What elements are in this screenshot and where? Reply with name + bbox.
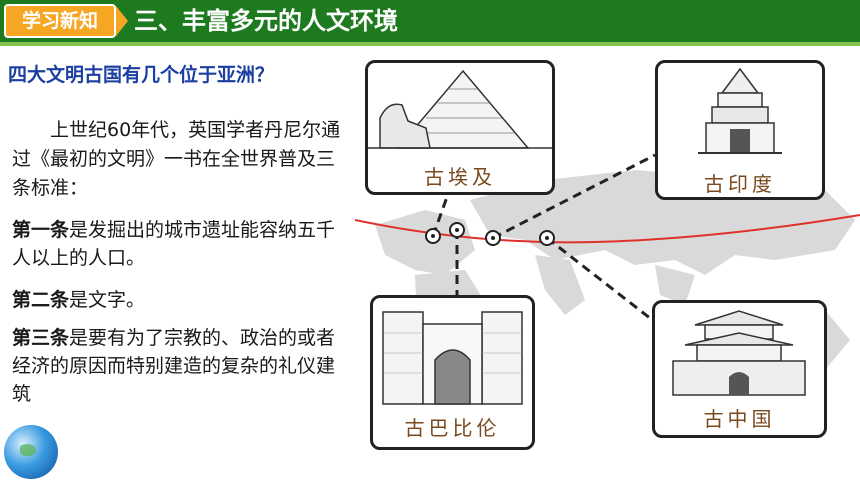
pyramid-sphinx-icon [368,69,552,149]
card-india-label: 古印度 [704,172,776,196]
criterion-3: 第三条是要有为了宗教的、政治的或者经济的原因而特别建造的复杂的礼仪建筑 [12,324,342,408]
intro-text: 上世纪60年代，英国学者丹尼尔通过《最初的文明》一书在全世界普及三条标准： [12,119,341,199]
world-map: 古埃及 古印度 古巴比伦 [354,60,860,480]
card-babylon: 古巴比伦 [370,295,535,450]
header: 学习新知 三、丰富多元的人文环境 [0,0,860,46]
criterion-1: 第一条是发掘出的城市遗址能容纳五千人以上的人口。 [12,216,342,272]
page-title: 三、丰富多元的人文环境 [134,7,398,35]
temple-icon [698,67,782,154]
criterion-2: 第二条是文字。 [12,286,342,314]
gate-icon [382,311,523,405]
criterion-1-label: 第一条 [12,219,70,241]
card-india: 古印度 [655,60,825,200]
globe-land [20,444,36,456]
criterion-3-label: 第三条 [12,327,70,349]
criterion-1-text: 是发掘出的城市遗址能容纳五千人以上的人口。 [12,219,336,269]
card-babylon-label: 古巴比伦 [404,416,501,440]
card-china: 古中国 [652,300,827,438]
card-egypt: 古埃及 [365,60,555,195]
city-markers [425,222,555,246]
palace-icon [672,310,806,396]
criterion-3-text: 是要有为了宗教的、政治的或者经济的原因而特别建造的复杂的礼仪建筑 [12,327,336,405]
question: 四大文明古国有几个位于亚洲？ [8,64,275,86]
criterion-2-label: 第二条 [12,289,70,311]
section-tag: 学习新知 [4,4,116,38]
header-underline [0,42,860,46]
tag-arrow [116,6,128,36]
header-bar [0,0,860,42]
card-china-label: 古中国 [703,407,776,431]
criterion-2-text: 是文字。 [69,289,146,311]
card-egypt-label: 古埃及 [424,165,496,189]
